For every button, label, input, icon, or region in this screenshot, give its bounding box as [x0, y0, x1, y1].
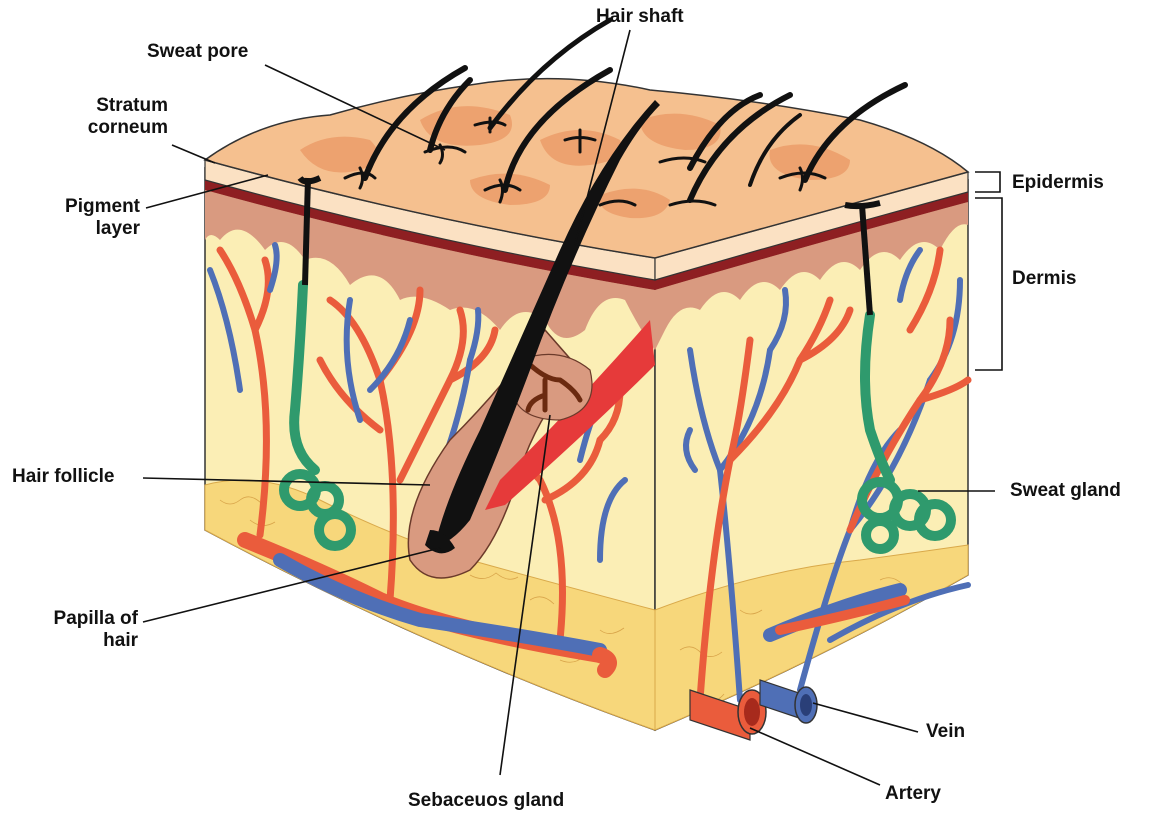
label-papilla-line2: hair: [10, 630, 138, 652]
label-vein: Vein: [926, 721, 965, 743]
label-stratum-corneum-line1: Stratum: [40, 95, 168, 117]
label-artery: Artery: [885, 783, 941, 805]
label-hair-follicle: Hair follicle: [12, 466, 114, 488]
label-hair-shaft: Hair shaft: [596, 6, 684, 28]
label-stratum-corneum: Stratum corneum: [40, 95, 168, 139]
label-dermis: Dermis: [1012, 268, 1076, 290]
label-pigment-layer-line1: Pigment: [30, 196, 140, 218]
label-sweat-pore: Sweat pore: [147, 41, 248, 63]
label-sweat-gland: Sweat gland: [1010, 480, 1121, 502]
label-sebaceous-gland: Sebaceuos gland: [408, 790, 564, 812]
label-papilla-of-hair: Papilla of hair: [10, 608, 138, 652]
label-stratum-corneum-line2: corneum: [40, 117, 168, 139]
label-pigment-layer-line2: layer: [30, 218, 140, 240]
label-papilla-line1: Papilla of: [10, 608, 138, 630]
skin-block: [205, 20, 968, 740]
label-pigment-layer: Pigment layer: [30, 196, 140, 240]
label-epidermis: Epidermis: [1012, 172, 1104, 194]
